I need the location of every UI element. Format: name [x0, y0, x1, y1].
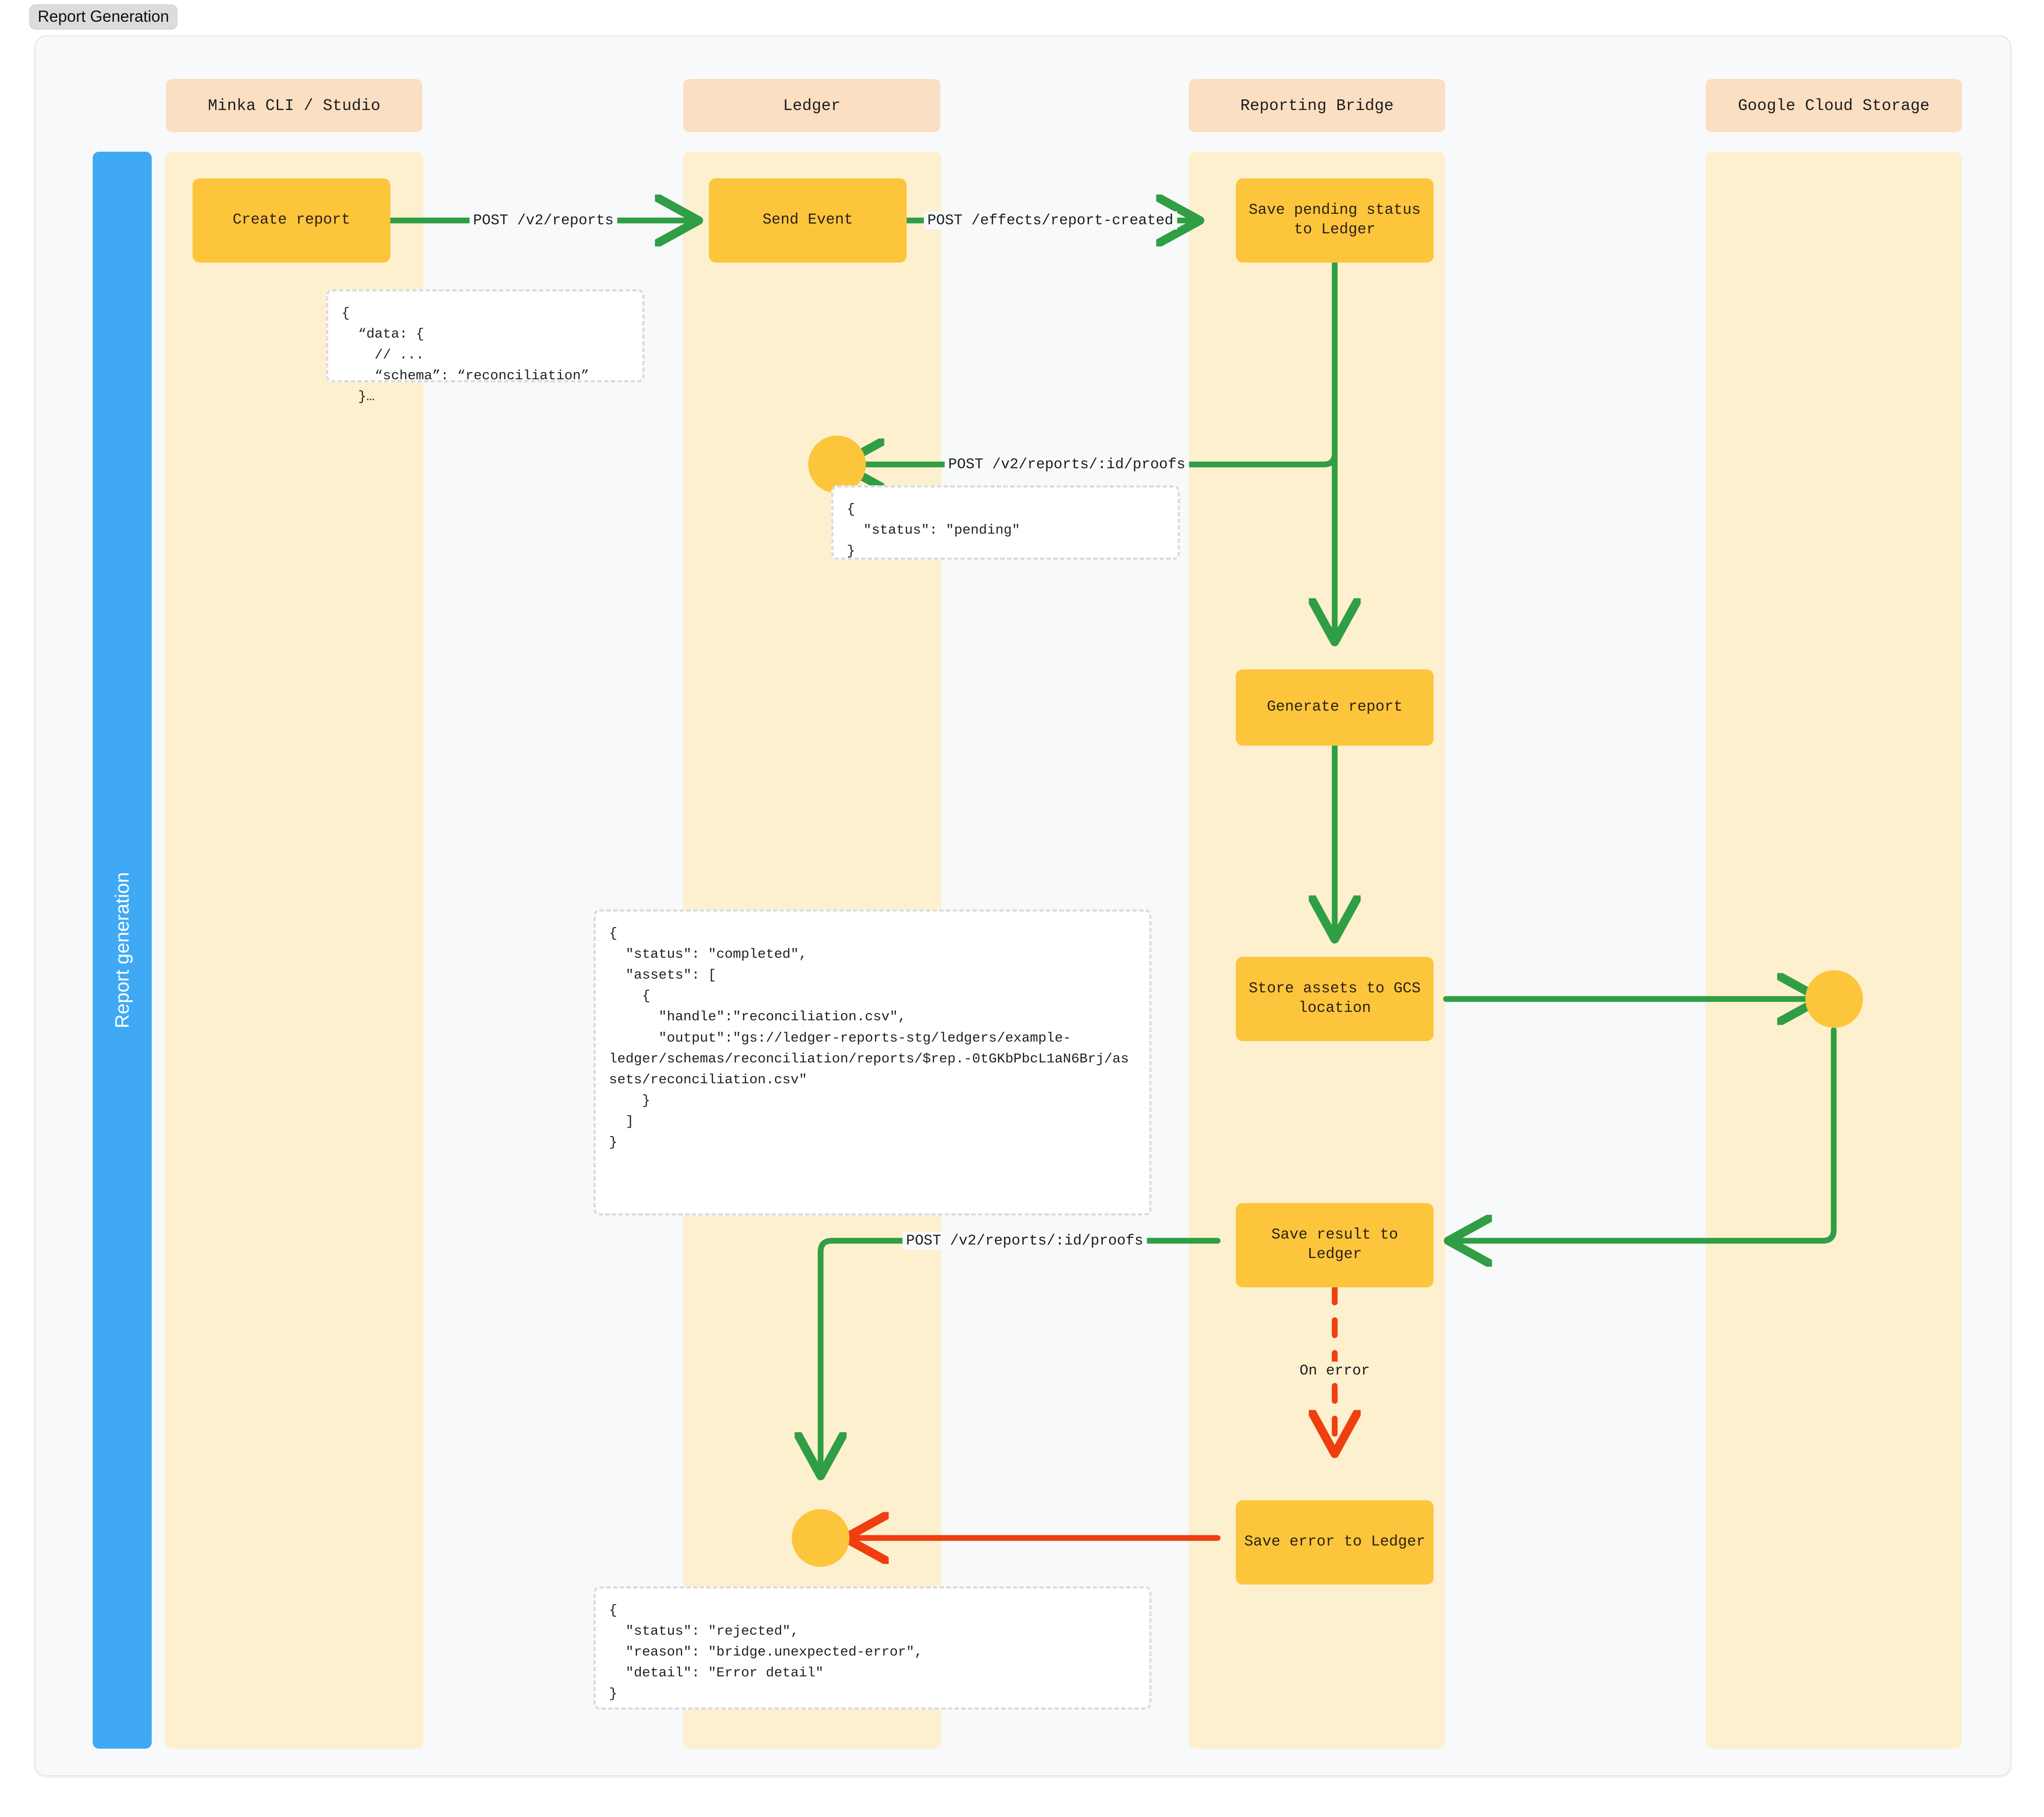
column-header-reporting-bridge: Reporting Bridge [1189, 79, 1445, 132]
node-label: Generate report [1266, 699, 1403, 716]
node-label: Store assets to GCS location [1249, 980, 1421, 1017]
node-create-report[interactable]: Create report [193, 178, 390, 263]
junction-gcs-endpoint [1805, 970, 1863, 1028]
column-header-label: Ledger [783, 96, 841, 115]
node-store-assets-to-gcs[interactable]: Store assets to GCS location [1236, 957, 1434, 1041]
column-header-label: Google Cloud Storage [1737, 96, 1930, 115]
lane-minka-cli-studio [165, 152, 423, 1749]
diagram-canvas: Report generation Minka CLI / Studio Led… [35, 35, 2011, 1776]
junction-ledger-result-proof [792, 1509, 849, 1567]
node-label: Save pending status to Ledger [1249, 202, 1421, 238]
edge-label-post-v2-reports: POST /v2/reports [469, 211, 617, 230]
note-rejected-proof: { "status": "rejected", "reason": "bridg… [594, 1586, 1152, 1710]
lane-google-cloud-storage [1706, 152, 1962, 1749]
diagram-tab-label[interactable]: Report Generation [29, 4, 178, 29]
edge-label-post-effects-report-created: POST /effects/report-created [924, 211, 1177, 230]
edge-label-on-error: On error [1296, 1361, 1374, 1380]
edge-label-post-proofs-result: POST /v2/reports/:id/proofs [902, 1231, 1147, 1250]
note-request-payload: { “data: { // ... “schema”: “reconciliat… [326, 289, 645, 405]
node-send-event[interactable]: Send Event [709, 178, 907, 263]
column-header-label: Minka CLI / Studio [208, 96, 381, 115]
column-header-google-cloud-storage: Google Cloud Storage [1706, 79, 1962, 132]
junction-ledger-pending-proof [808, 436, 866, 493]
node-label: Create report [232, 212, 350, 229]
phase-band-report-generation: Report generation [93, 152, 152, 1749]
node-save-result-to-ledger[interactable]: Save result to Ledger [1236, 1203, 1434, 1287]
note-pending-proof: { "status": "pending" } [831, 485, 1180, 560]
node-generate-report[interactable]: Generate report [1236, 669, 1434, 746]
column-header-label: Reporting Bridge [1240, 96, 1394, 115]
edge-label-post-proofs-pending: POST /v2/reports/:id/proofs [944, 455, 1189, 474]
column-header-minka-cli-studio: Minka CLI / Studio [166, 79, 422, 132]
node-label: Save error to Ledger [1244, 1534, 1426, 1551]
note-completed-proof: { "status": "completed", "assets": [ { "… [594, 909, 1152, 1215]
column-header-ledger: Ledger [683, 79, 940, 132]
phase-band-label: Report generation [111, 872, 133, 1029]
node-label: Save result to Ledger [1271, 1227, 1398, 1263]
node-label: Send Event [762, 212, 853, 229]
node-save-error-to-ledger[interactable]: Save error to Ledger [1236, 1500, 1434, 1585]
node-save-pending-status[interactable]: Save pending status to Ledger [1236, 178, 1434, 263]
